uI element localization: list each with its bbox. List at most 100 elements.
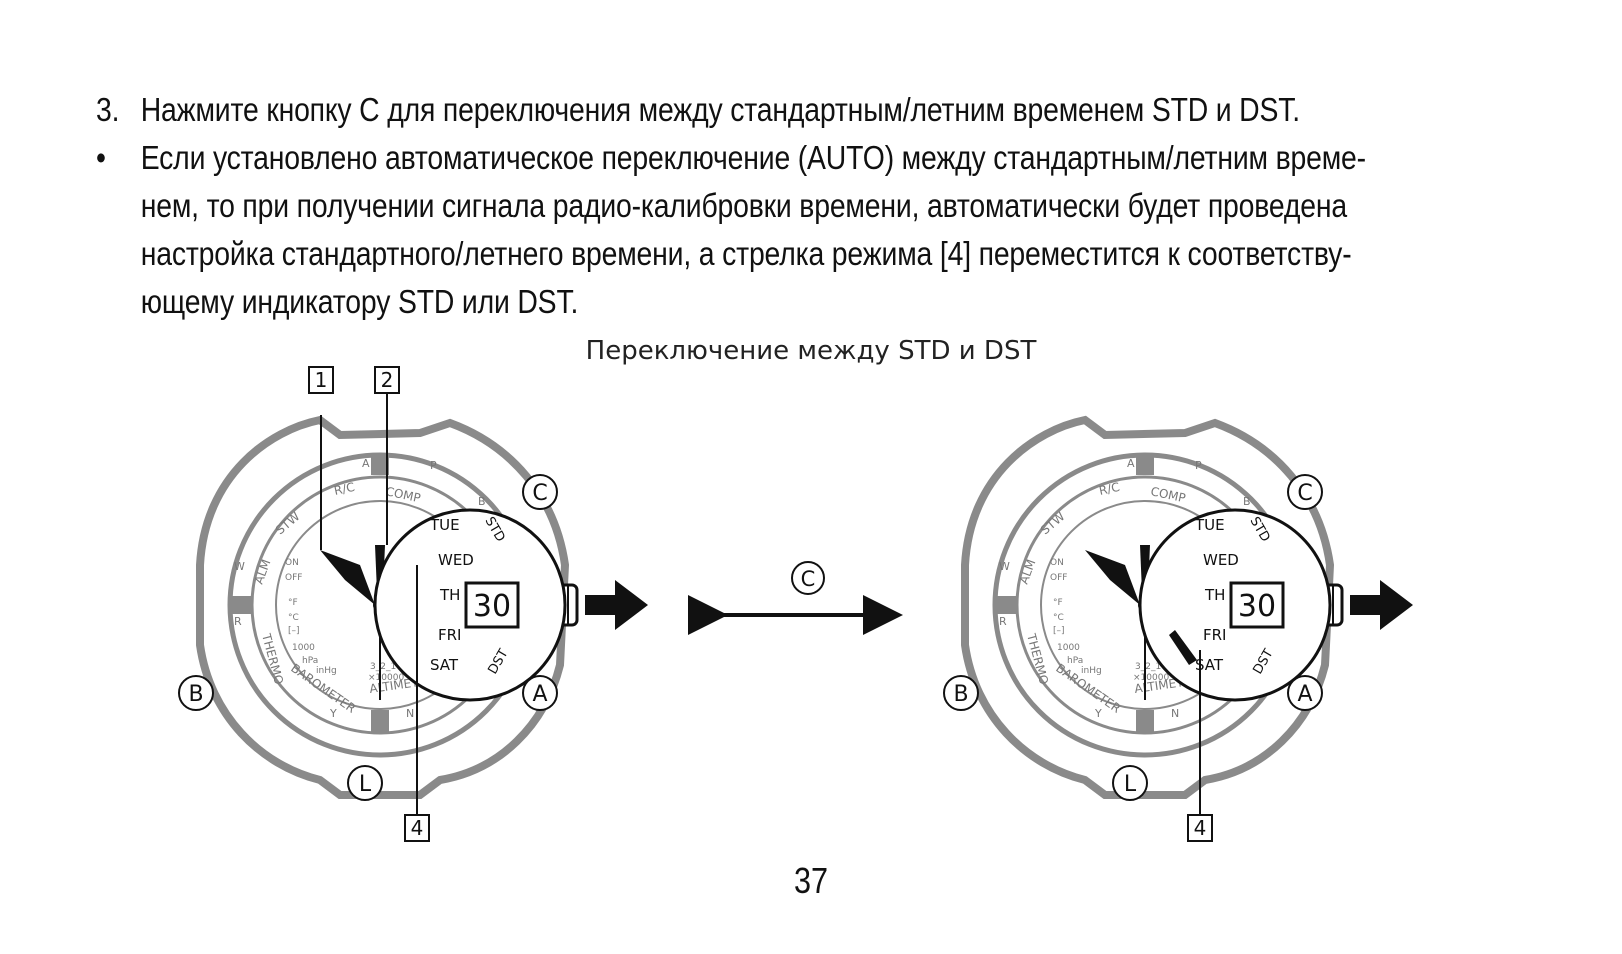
callout-4-box [1187,814,1213,842]
svg-text:A: A [1127,457,1135,470]
button-c-label: C [532,481,547,506]
swap-arrow: C [688,561,903,635]
button-b-circle [178,675,214,711]
button-c-circle [522,474,558,510]
date-value: 30 [473,589,511,624]
day-wed: WED [1203,551,1239,569]
svg-text:[–]: [–] [1053,626,1065,636]
svg-text:R: R [999,615,1007,628]
button-b-circle [943,675,979,711]
svg-text:B: B [478,495,486,508]
callout-1: 1 [315,368,328,392]
date-window [1229,581,1285,629]
svg-text:hPa: hPa [1067,656,1083,666]
date-value: 30 [1238,589,1276,624]
svg-text:R/C: R/C [333,480,356,498]
svg-text:ON: ON [1050,558,1064,568]
svg-text:Y: Y [329,707,337,720]
left-watch: A P B W R Y N STW R/C COMP ALM THERMO BA… [178,366,648,842]
button-a-circle [1287,675,1323,711]
svg-text:°C: °C [1053,613,1064,623]
svg-text:ON: ON [285,558,299,568]
swap-button-circle [791,561,825,595]
button-l-label: L [1124,772,1137,797]
svg-text:R: R [234,615,242,628]
crown-arrow [585,580,648,630]
note-line: настройка стандартного/летнего времени, … [140,235,1352,272]
svg-text:×10000: ×10000 [368,673,404,683]
day-sat: SAT [430,656,459,674]
svg-text:3_2_1: 3_2_1 [370,662,396,672]
svg-text:W: W [999,560,1010,573]
hour-hand [320,550,375,605]
right-watch: A P B W R Y N STW R/C COMP ALM THERMO BA… [943,415,1413,842]
day-thu: TH [1204,586,1225,604]
svg-text:ALM: ALM [1017,558,1039,587]
svg-text:°F: °F [1053,598,1063,608]
note-line: ющему индикатору STD или DST. [140,283,579,320]
day-tue: TUE [429,516,460,534]
svg-text:Y: Y [1094,707,1102,720]
day-wed: WED [438,551,474,569]
day-fri: FRI [438,626,461,644]
svg-text:OFF: OFF [1050,573,1067,583]
button-l-circle [347,765,383,801]
hour-hand [1085,550,1140,605]
svg-text:1000: 1000 [292,643,315,653]
callout-4: 4 [1194,816,1207,840]
button-a-label: A [1297,682,1312,707]
figure-caption: Переключение между STD и DST [585,336,1037,366]
button-a-circle [522,675,558,711]
instruction-text: 3. Нажмите кнопку C для переключения меж… [96,86,1366,326]
day-fri: FRI [1203,626,1226,644]
mode-hand-4 [1169,630,1197,665]
svg-text:P: P [1195,459,1202,472]
bullet: • [96,139,106,176]
note-line: нем, то при получении сигнала радио-кали… [140,187,1347,224]
svg-text:inHg: inHg [1081,666,1102,676]
svg-text:[–]: [–] [288,626,300,636]
day-thu: TH [439,586,460,604]
svg-text:3_2_1: 3_2_1 [1135,662,1161,672]
crown-arrow [1350,580,1413,630]
button-l-circle [1112,765,1148,801]
note: • Если установлено автоматическое перекл… [96,134,1366,326]
svg-text:1000: 1000 [1057,643,1080,653]
callout-2-box [374,366,400,394]
step-3: 3. Нажмите кнопку C для переключения меж… [96,86,1334,134]
button-c-label: C [1297,481,1312,506]
svg-text:ALM: ALM [252,558,274,587]
svg-text:OFF: OFF [285,573,302,583]
svg-text:inHg: inHg [316,666,337,676]
step-text: Нажмите кнопку C для переключения между … [140,91,1301,128]
svg-text:P: P [430,459,437,472]
date-window [464,581,520,629]
button-a-label: A [532,682,547,707]
svg-text:°F: °F [288,598,298,608]
button-b-label: B [953,682,968,707]
svg-text:N: N [406,707,414,720]
svg-text:°C: °C [288,613,299,623]
svg-text:R/C: R/C [1098,480,1121,498]
day-tue: TUE [1194,516,1225,534]
callout-2: 2 [381,368,394,392]
step-number: 3. [96,91,120,128]
svg-text:STW: STW [1038,509,1068,537]
svg-text:STW: STW [273,509,303,537]
note-line: Если установлено автоматическое переключ… [140,139,1366,176]
svg-text:A: A [362,457,370,470]
day-sat: SAT [1195,656,1224,674]
button-c-circle [1287,474,1323,510]
callout-4: 4 [411,816,424,840]
callout-1-box [308,366,334,394]
callout-4-box [404,814,430,842]
svg-text:N: N [1171,707,1179,720]
swap-button-label: C [801,567,816,591]
svg-text:B: B [1243,495,1251,508]
button-b-label: B [188,682,203,707]
page-number: 37 [793,860,829,901]
svg-text:W: W [234,560,245,573]
button-l-label: L [359,772,372,797]
svg-text:×10000: ×10000 [1133,673,1169,683]
